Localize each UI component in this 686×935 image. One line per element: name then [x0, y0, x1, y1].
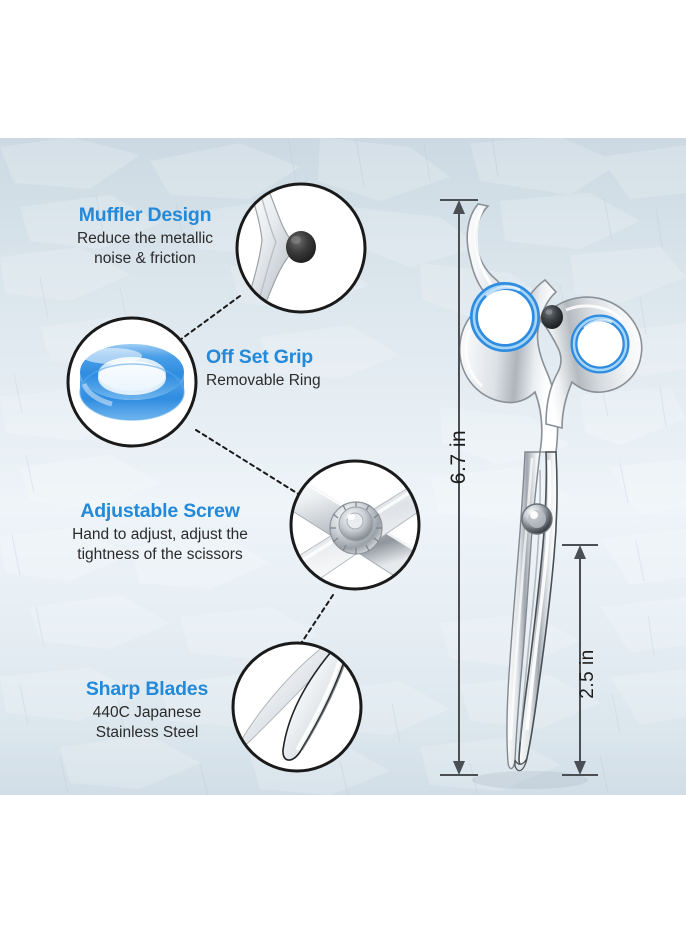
- bottom-white-mask: [0, 795, 686, 935]
- callout-text-offset-grip: Off Set Grip Removable Ring: [206, 346, 386, 391]
- callout-desc-screw-line1: Hand to adjust, adjust the: [72, 526, 248, 543]
- callout-desc-muffler-line1: Reduce the metallic: [76, 230, 214, 247]
- callout-text-sharp-blades: Sharp Blades 440C Japanese Stainless Ste…: [52, 678, 242, 744]
- callout-title-adjustable-screw: Adjustable Screw: [80, 500, 240, 522]
- top-white-mask: [0, 0, 686, 138]
- callout-title-offset-grip: Off Set Grip: [206, 346, 314, 368]
- callout-desc-muffler-line2: noise & friction: [94, 250, 196, 268]
- dimension-label-overall-length: 6.7 in: [447, 429, 470, 485]
- callout-desc-offset-grip-line1: Removable Ring: [206, 372, 321, 389]
- callout-text-adjustable-screw: Adjustable Screw Hand to adjust, adjust …: [46, 500, 274, 566]
- callout-desc-screw-line2: tightness of the scissors: [77, 546, 243, 564]
- callout-title-sharp-blades: Sharp Blades: [85, 678, 209, 700]
- callout-desc-blades-line1: 440C Japanese: [92, 704, 202, 721]
- callout-desc-blades-line2: Stainless Steel: [95, 724, 199, 742]
- callout-text-muffler: Muffler Design Reduce the metallic noise…: [36, 204, 254, 270]
- callout-title-muffler: Muffler Design: [78, 204, 212, 226]
- dimension-label-blade-length: 2.5 in: [577, 649, 598, 699]
